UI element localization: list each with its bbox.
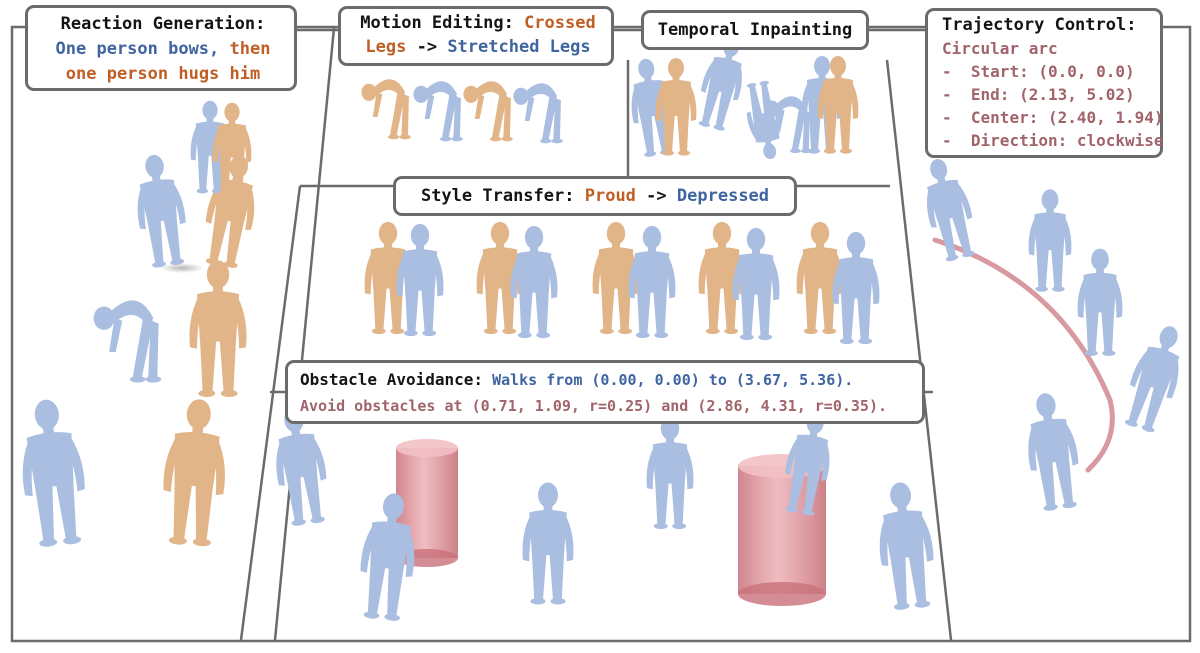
- style-transfer-label: Style Transfer: Proud -> Depressed: [393, 176, 797, 216]
- reaction-part-1: One person bows,: [55, 39, 220, 59]
- trajectory-item-start: - Start: (0.0, 0.0): [942, 62, 1135, 81]
- style-title: Style Transfer:: [420, 186, 575, 206]
- motion-from-b: Legs: [365, 37, 407, 57]
- reaction-part-2: then: [229, 39, 271, 59]
- trajectory-shape: Circular arc: [942, 39, 1058, 58]
- reaction-part-3: one person hugs him: [65, 64, 261, 84]
- motion-to: Stretched Legs: [447, 37, 591, 57]
- temporal-inpainting-label: Temporal Inpainting: [641, 10, 869, 50]
- reaction-title: Reaction Generation:: [60, 14, 266, 34]
- obstacle-avoidance-scene: [268, 404, 939, 623]
- trajectory-item-end: - End: (2.13, 5.02): [942, 85, 1135, 104]
- trajectory-figures: [915, 154, 1194, 513]
- obstacle-walk: Walks from (0.00, 0.00) to (3.67, 5.36).: [492, 371, 854, 389]
- motion-title: Motion Editing:: [360, 13, 514, 33]
- trajectory-item-center: - Center: (2.40, 1.94): [942, 108, 1164, 127]
- trajectory-control-label: Trajectory Control: Circular arc - Start…: [925, 8, 1164, 158]
- temporal-inpainting-figures: [624, 33, 859, 162]
- trajectory-title: Trajectory Control:: [942, 15, 1137, 35]
- style-arrow: ->: [646, 186, 667, 206]
- trajectory-item-direction: - Direction: clockwise: [942, 131, 1164, 150]
- motion-arrow: ->: [416, 37, 438, 57]
- style-from: Proud: [584, 186, 636, 206]
- obstacle-avoid: Avoid obstacles at (0.71, 1.09, r=0.25) …: [300, 397, 887, 415]
- obstacle-title: Obstacle Avoidance:: [300, 370, 484, 389]
- reaction-figures: [14, 100, 264, 549]
- style-to: Depressed: [676, 186, 770, 206]
- temporal-title: Temporal Inpainting: [657, 20, 853, 40]
- style-transfer-figures: [364, 221, 880, 345]
- motion-from-a: Crossed: [524, 13, 596, 33]
- motion-editing-label: Motion Editing: Crossed Legs -> Stretche…: [338, 6, 614, 66]
- obstacle-avoidance-label: Obstacle Avoidance: Walks from (0.00, 0.…: [285, 360, 925, 424]
- motion-editing-figures: [361, 79, 563, 144]
- reaction-generation-label: Reaction Generation: One person bows, th…: [25, 5, 297, 91]
